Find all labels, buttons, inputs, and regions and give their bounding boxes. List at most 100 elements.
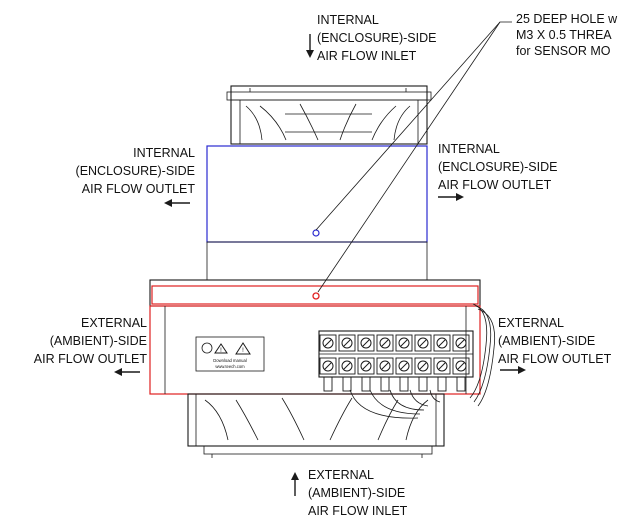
wire-sleeve [342, 376, 352, 392]
upper-housing [206, 145, 428, 281]
arrow-up-bottom [291, 472, 299, 496]
label-line: AIR FLOW INLET [308, 504, 408, 518]
screw-slot [381, 339, 389, 347]
screw-slot [362, 362, 370, 370]
terminal-cell [414, 357, 432, 375]
terminal-screw [360, 337, 372, 349]
terminal-screw [322, 337, 334, 349]
terminal-cell [357, 357, 375, 375]
label-line: EXTERNAL [81, 316, 147, 330]
label-line: AIR FLOW OUTLET [438, 178, 552, 192]
label-line: AIR FLOW OUTLET [82, 182, 196, 196]
label-sensor-note: 25 DEEP HOLE w M3 X 0.5 THREA for SENSOR… [516, 12, 618, 58]
terminal-screw [436, 337, 448, 349]
label-line: INTERNAL [438, 142, 500, 156]
wire-sleeve [456, 376, 466, 392]
terminal-cell [376, 334, 394, 352]
screw-slot [457, 362, 465, 370]
terminal-screw [379, 337, 391, 349]
arrow-right-internal [438, 193, 464, 201]
arrow-down-top [306, 34, 314, 58]
terminal-cell [452, 357, 470, 375]
wire-sleeve [361, 376, 371, 392]
label-line: (ENCLOSURE)-SIDE [317, 31, 436, 45]
screw-slot [362, 339, 370, 347]
label-line: (ENCLOSURE)-SIDE [438, 160, 557, 174]
screw-slot [419, 362, 427, 370]
terminal-screw [341, 360, 353, 372]
terminal-cell [395, 357, 413, 375]
svg-text:!: ! [220, 348, 222, 354]
wire-sleeve [437, 376, 447, 392]
screw-slot [324, 339, 332, 347]
label-line: EXTERNAL [498, 316, 564, 330]
manual-icon [201, 342, 213, 354]
bottom-fan [187, 393, 445, 458]
terminal-screw [455, 337, 467, 349]
terminal-screw [436, 360, 448, 372]
label-internal-outlet-left: INTERNAL (ENCLOSURE)-SIDE AIR FLOW OUTLE… [76, 146, 196, 196]
terminal-cell [433, 357, 451, 375]
screw-slot [400, 339, 408, 347]
terminal-cell [452, 334, 470, 352]
terminal-screw [417, 337, 429, 349]
label-external-outlet-right: EXTERNAL (AMBIENT)-SIDE AIR FLOW OUTLET [498, 316, 612, 366]
label-bottom-inlet: EXTERNAL (AMBIENT)-SIDE AIR FLOW INLET [308, 468, 408, 518]
terminal-cell [395, 334, 413, 352]
label-line: (AMBIENT)-SIDE [50, 334, 147, 348]
screw-slot [400, 362, 408, 370]
arrow-left-internal [164, 199, 190, 207]
arrows [114, 34, 526, 496]
label-line: EXTERNAL [308, 468, 374, 482]
screw-slot [381, 362, 389, 370]
label-line: (AMBIENT)-SIDE [498, 334, 595, 348]
badge-line-1: Download manual [213, 358, 247, 363]
arrow-right-external [500, 366, 526, 374]
label-line: (AMBIENT)-SIDE [308, 486, 405, 500]
label-internal-outlet-right: INTERNAL (ENCLOSURE)-SIDE AIR FLOW OUTLE… [438, 142, 557, 192]
warning-icon [214, 343, 228, 354]
terminal-cell [319, 357, 337, 375]
terminal-cell [357, 334, 375, 352]
terminal-cell [319, 334, 337, 352]
label-line: AIR FLOW OUTLET [34, 352, 148, 366]
screw-slot [343, 362, 351, 370]
sensor-hole-upper [312, 229, 320, 237]
wires [349, 303, 496, 419]
label-line: AIR FLOW INLET [317, 49, 417, 63]
terminal-screw [417, 360, 429, 372]
label-line: (ENCLOSURE)-SIDE [76, 164, 195, 178]
terminal-cell [414, 334, 432, 352]
wire-sleeve [418, 376, 428, 392]
terminal-cell [376, 357, 394, 375]
wire-sleeve [323, 376, 333, 392]
wire-sleeve [399, 376, 409, 392]
screw-slot [343, 339, 351, 347]
terminal-screw [455, 360, 467, 372]
terminal-cell [338, 334, 356, 352]
label-line: M3 X 0.5 THREA [516, 28, 612, 42]
terminal-cell [433, 334, 451, 352]
svg-text:!: ! [242, 348, 244, 354]
terminal-screw [360, 360, 372, 372]
terminal-screw [341, 337, 353, 349]
terminal-screw [398, 337, 410, 349]
top-fan [226, 85, 432, 145]
sensor-hole-lower [312, 292, 320, 300]
screw-slot [419, 339, 427, 347]
label-line: AIR FLOW OUTLET [498, 352, 612, 366]
screw-slot [438, 362, 446, 370]
label-line: for SENSOR MO [516, 44, 611, 58]
badge-line-2: www.teech.com [215, 364, 245, 369]
terminal-screw [379, 360, 391, 372]
terminal-screw [322, 360, 334, 372]
label-top-inlet: INTERNAL (ENCLOSURE)-SIDE AIR FLOW INLET [317, 13, 436, 63]
arrow-left-external [114, 368, 140, 376]
label-external-outlet-left: EXTERNAL (AMBIENT)-SIDE AIR FLOW OUTLET [34, 316, 148, 366]
label-line: INTERNAL [317, 13, 379, 27]
label-line: INTERNAL [133, 146, 195, 160]
label-badge: ! ! Download manual www.teech.com [195, 336, 265, 372]
terminal-screw [398, 360, 410, 372]
label-line: 25 DEEP HOLE w [516, 12, 618, 26]
